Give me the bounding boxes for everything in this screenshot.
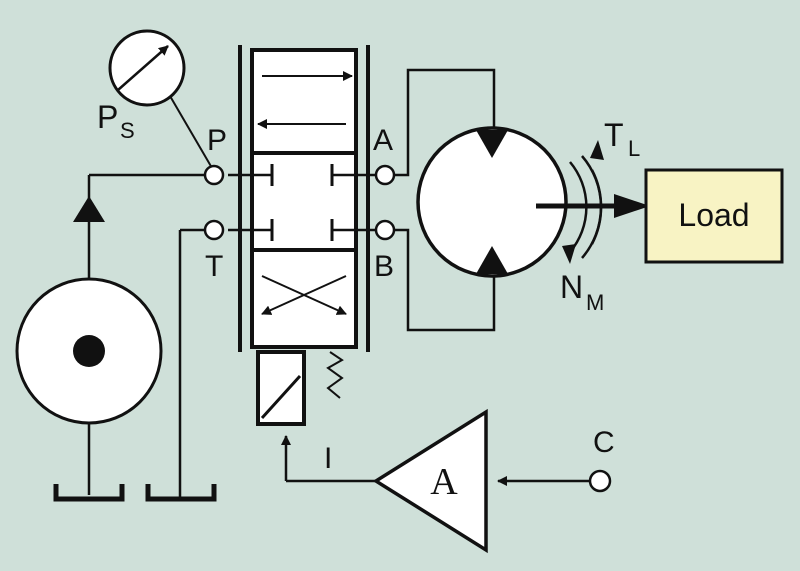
spring-icon bbox=[326, 351, 344, 399]
tank-return-line bbox=[178, 228, 208, 499]
motor-speed-label: N bbox=[560, 269, 583, 305]
supply-pressure-label: P bbox=[97, 99, 118, 135]
port-a-label: A bbox=[373, 124, 393, 157]
load-label: Load bbox=[678, 197, 749, 233]
port-p-label: P bbox=[207, 124, 227, 157]
servo-valve-icon bbox=[203, 45, 396, 352]
command-label: C bbox=[593, 426, 615, 459]
load-box bbox=[644, 168, 784, 264]
tank-icon bbox=[53, 484, 217, 502]
solenoid-icon bbox=[256, 350, 306, 426]
supply-pressure-subscript: S bbox=[120, 118, 135, 143]
load-torque-label: T bbox=[604, 117, 624, 153]
motor-speed-subscript: M bbox=[586, 290, 604, 315]
motor-lines bbox=[394, 68, 496, 332]
port-t-label: T bbox=[205, 250, 223, 283]
rotation-arrows bbox=[562, 140, 604, 264]
port-b-label: B bbox=[374, 250, 394, 283]
current-label: I bbox=[324, 442, 332, 475]
amplifier-icon bbox=[281, 408, 612, 554]
pump-icon bbox=[15, 173, 208, 495]
amplifier-label: A bbox=[430, 461, 458, 503]
pressure-gauge-icon bbox=[108, 29, 213, 169]
load-torque-subscript: L bbox=[628, 136, 640, 161]
hydraulic-motor-icon bbox=[416, 126, 650, 278]
